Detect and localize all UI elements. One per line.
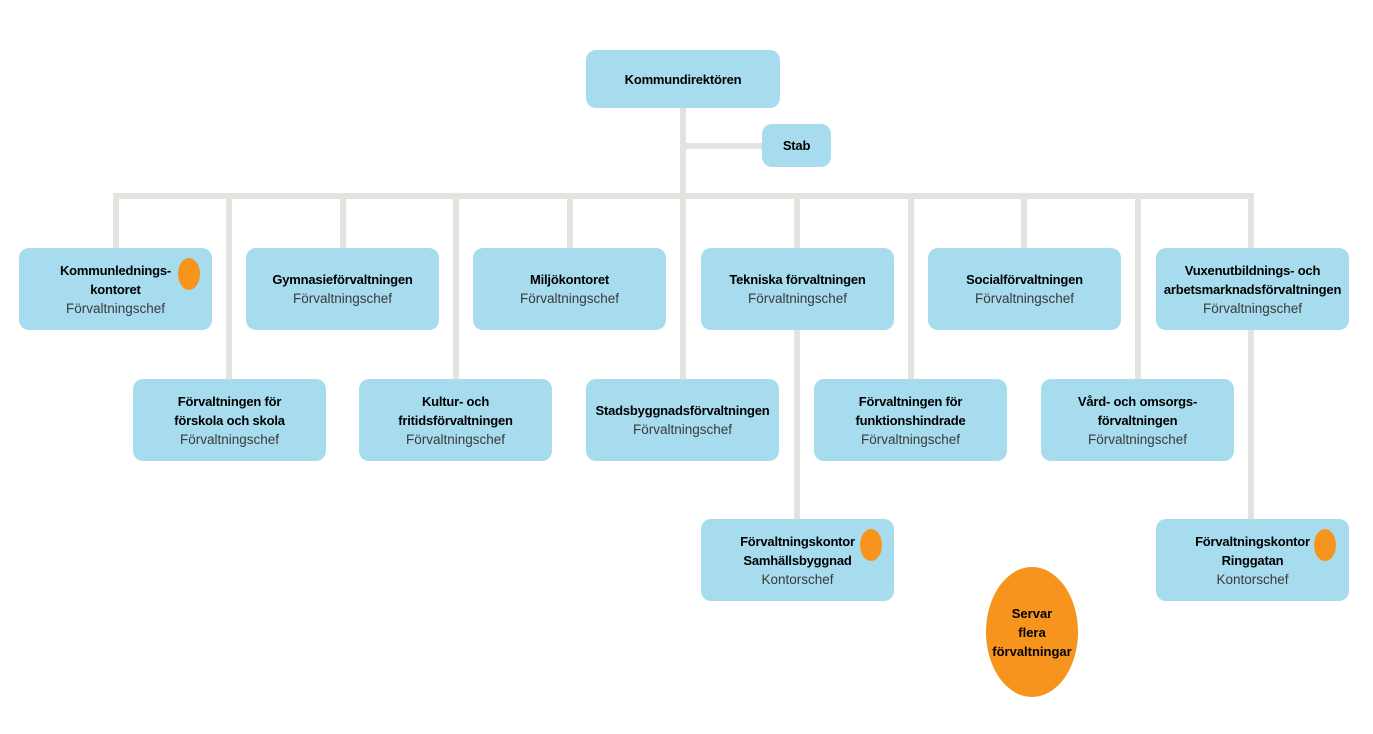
node-title: Gymnasieförvaltningen — [272, 272, 413, 287]
node-subtitle: Förvaltningschef — [747, 291, 848, 306]
node-title: Vård- och omsorgs- förvaltningen — [1077, 393, 1198, 428]
node-title: Förvaltningskontor Samhällsbyggnad — [740, 533, 855, 568]
legend-marker: Servar flera förvaltningar — [986, 567, 1078, 697]
node-subtitle: Kontorschef — [1216, 571, 1289, 587]
node-title: Tekniska förvaltningen — [729, 272, 866, 287]
shared-service-marker — [1314, 529, 1336, 561]
org-node-stadsbyggnadsforvaltningen: Stadsbyggnadsförvaltningen Förvaltningsc… — [586, 379, 779, 461]
staff-title: Stab — [782, 138, 811, 153]
legend-label: Servar flera förvaltningar — [992, 605, 1072, 659]
org-node-kultur-och-fritidsforvaltningen: Kultur- och fritidsförvaltningen Förvalt… — [359, 379, 552, 461]
node-title: Socialförvaltningen — [966, 272, 1083, 287]
node-title: Vuxenutbildnings- och arbetsmarknadsförv… — [1163, 262, 1342, 297]
org-node-kommunledningskontoret: Kommunlednings- kontoret Förvaltningsche… — [19, 248, 212, 330]
shared-service-marker — [178, 258, 200, 290]
node-subtitle: Förvaltningschef — [860, 431, 961, 447]
node-title: Kultur- och fritidsförvaltningen — [398, 393, 513, 428]
node-subtitle: Förvaltningschef — [1087, 431, 1188, 447]
org-node-forvaltningskontor-samhallsbyggnad: Förvaltningskontor Samhällsbyggnad Konto… — [701, 519, 894, 601]
org-node-miljokontoret: Miljökontoret Förvaltningschef — [473, 248, 666, 330]
root-title: Kommundirektören — [624, 71, 742, 87]
staff-node: Stab — [762, 124, 831, 167]
org-node-forvaltningen-for-funktionshindrade: Förvaltningen för funktionshindrade Förv… — [814, 379, 1007, 461]
org-node-vuxenutbildnings-och-arbetsmarknadsforvaltningen: Vuxenutbildnings- och arbetsmarknadsförv… — [1156, 248, 1349, 330]
org-node-tekniska-forvaltningen: Tekniska förvaltningen Förvaltningschef — [701, 248, 894, 330]
org-node-socialforvaltningen: Socialförvaltningen Förvaltningschef — [928, 248, 1121, 330]
node-title: Miljökontoret — [529, 272, 609, 287]
node-subtitle: Förvaltningschef — [405, 431, 506, 447]
node-title: Förvaltningen för funktionshindrade — [855, 393, 966, 428]
org-node-forvaltningen-for-forskola-och-skola: Förvaltningen för förskola och skola För… — [133, 379, 326, 461]
node-subtitle: Kontorschef — [761, 571, 834, 587]
node-title: Förvaltningskontor Ringgatan — [1195, 533, 1310, 568]
node-subtitle: Förvaltningschef — [974, 291, 1075, 306]
node-title: Kommunlednings- kontoret — [59, 262, 172, 297]
shared-service-marker — [860, 529, 882, 561]
org-node-gymnasieforvaltningen: Gymnasieförvaltningen Förvaltningschef — [246, 248, 439, 330]
node-title: Stadsbyggnadsförvaltningen — [595, 403, 770, 418]
node-subtitle: Förvaltningschef — [179, 431, 280, 447]
node-title: Förvaltningen för förskola och skola — [174, 393, 285, 428]
node-subtitle: Förvaltningschef — [292, 291, 393, 306]
node-subtitle: Förvaltningschef — [632, 422, 733, 437]
node-subtitle: Förvaltningschef — [1202, 300, 1303, 316]
node-subtitle: Förvaltningschef — [65, 300, 166, 316]
org-node-vard-och-omsorgsforvaltningen: Vård- och omsorgs- förvaltningen Förvalt… — [1041, 379, 1234, 461]
node-subtitle: Förvaltningschef — [519, 291, 620, 306]
root-node: Kommundirektören — [586, 50, 780, 108]
